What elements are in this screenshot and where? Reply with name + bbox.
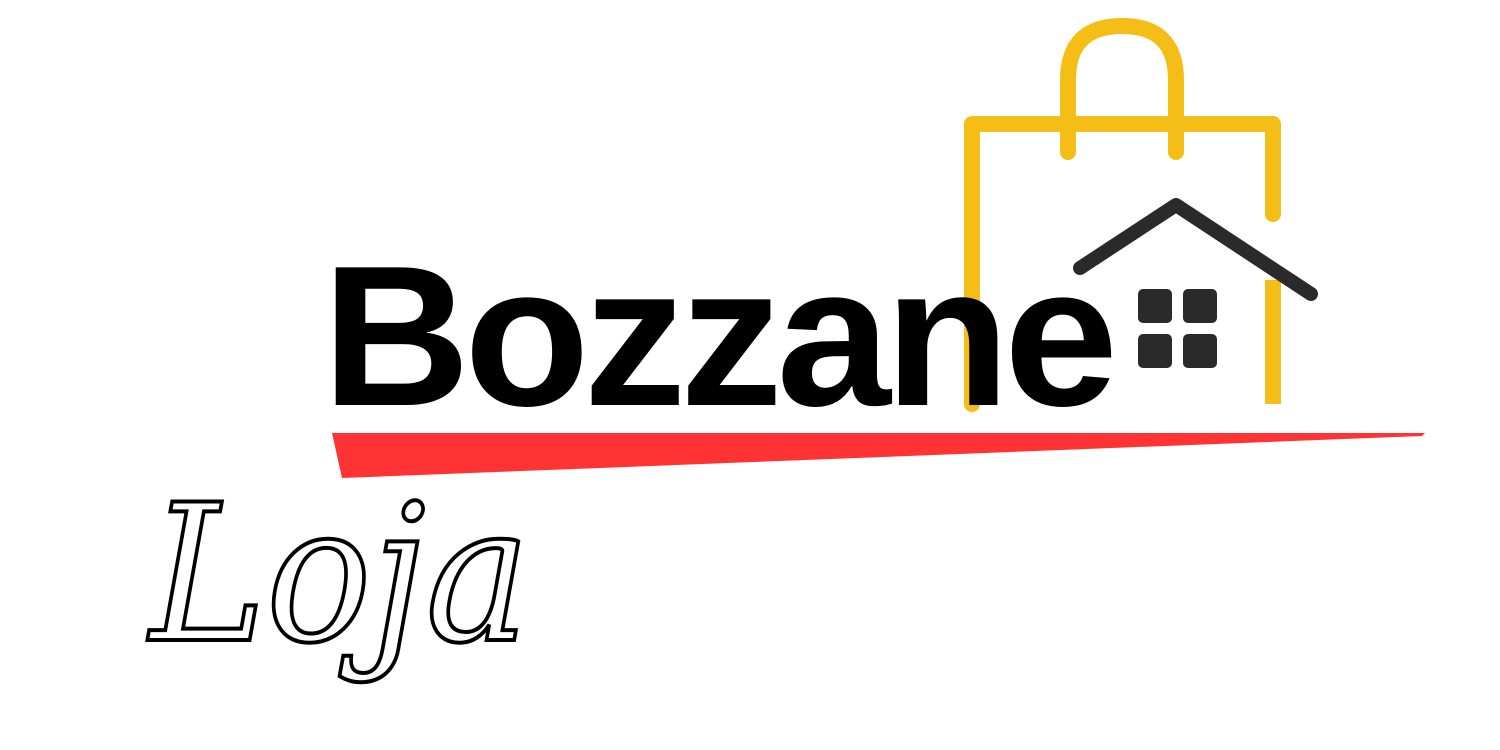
script-word: Loja (147, 464, 530, 685)
underline-swoosh (332, 433, 1425, 478)
house-icon (1073, 198, 1318, 301)
shopping-bag-icon (964, 18, 1281, 412)
brand-name: Bozzane (322, 225, 1112, 448)
window-icon (1138, 289, 1217, 368)
